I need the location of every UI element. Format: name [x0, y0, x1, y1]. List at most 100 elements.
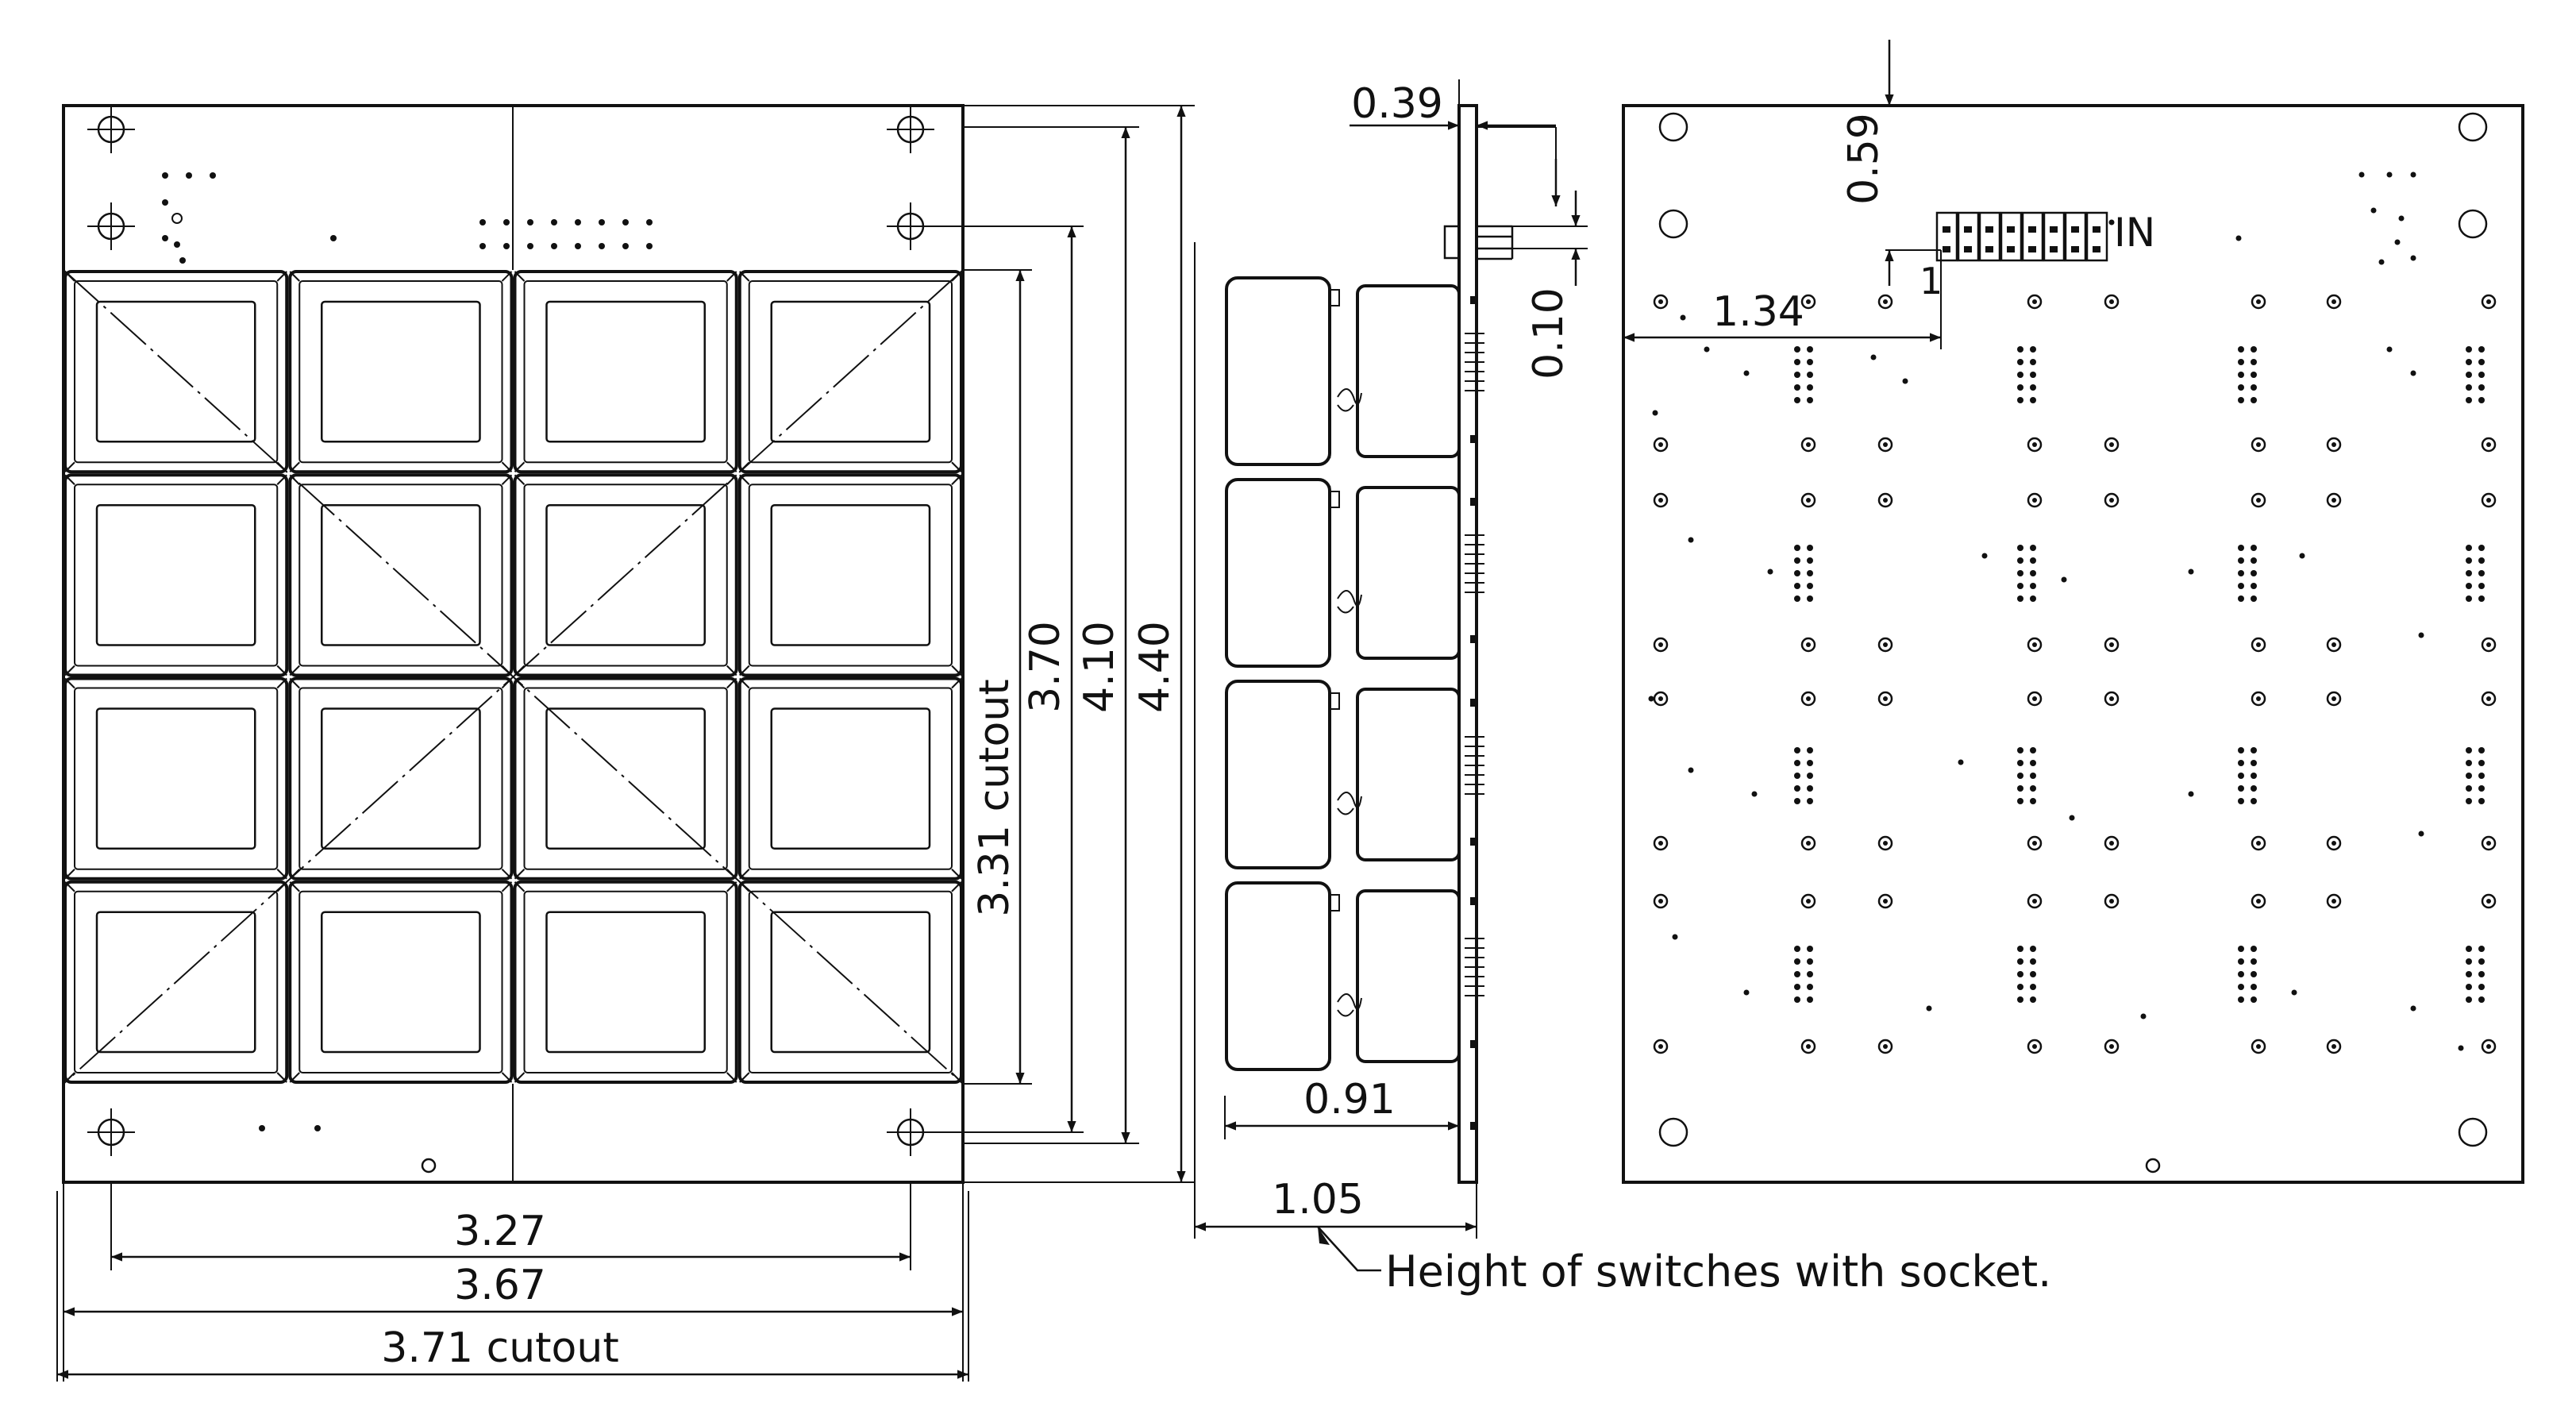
keycap	[288, 270, 514, 474]
header-pin	[2043, 211, 2066, 262]
pad	[1653, 294, 1669, 310]
pad	[2326, 893, 2342, 909]
pad	[1653, 893, 1669, 909]
pin-cluster	[2017, 545, 2036, 602]
pad	[2027, 691, 2043, 707]
pin-cluster	[2466, 346, 2485, 403]
keycap	[64, 270, 289, 474]
pad	[2027, 294, 2043, 310]
keycap	[737, 473, 963, 677]
pad	[1800, 637, 1816, 653]
dim-pin-spacing: 0.10	[1525, 287, 1573, 380]
pad	[1877, 437, 1893, 453]
pad	[1800, 835, 1816, 851]
pad	[2481, 1039, 2497, 1054]
pad	[1800, 492, 1816, 508]
dim-cutout-height: 3.31 cutout	[971, 679, 1018, 916]
pin1-label: 1	[1919, 260, 1943, 303]
pin-cluster	[2017, 946, 2036, 1003]
side-switch	[1225, 276, 1484, 466]
pad	[2251, 691, 2266, 707]
pad	[2104, 437, 2120, 453]
keycap	[513, 880, 738, 1084]
pad	[1877, 1039, 1893, 1054]
keycap	[64, 880, 289, 1084]
note-switch-height: Height of switches with socket.	[1385, 1247, 2051, 1297]
dim-board-width: 3.67	[454, 1262, 546, 1309]
side-dimensions: 0.39 0.10 0.91 1.05 Height of switches w…	[1194, 79, 2051, 1297]
pin-cluster	[2466, 545, 2485, 602]
header-pin	[2085, 211, 2108, 262]
pad	[2251, 637, 2266, 653]
pad	[1653, 492, 1669, 508]
dim-switch-height: 0.91	[1303, 1076, 1396, 1123]
pad	[2326, 437, 2342, 453]
pin-cluster	[2017, 346, 2036, 403]
front-horizontal-dimensions: 3.27 3.67 3.71 cutout	[56, 1183, 969, 1382]
pad	[2251, 492, 2266, 508]
header-pin	[1935, 211, 1958, 262]
pin-cluster	[1794, 747, 1813, 804]
front-header-dots	[162, 172, 653, 1131]
pad	[1800, 437, 1816, 453]
pad	[2251, 437, 2266, 453]
key-grid	[64, 270, 963, 1084]
pad	[1877, 835, 1893, 851]
dim-side-pcb-thickness: 0.39	[1351, 80, 1443, 128]
header-pin	[2021, 211, 2044, 262]
pad	[2481, 294, 2497, 310]
pin-cluster	[1794, 346, 1813, 403]
pad	[2104, 294, 2120, 310]
front-vertical-dimensions: 3.31 cutout 3.70 4.10 4.40	[929, 105, 1195, 1183]
pad	[2481, 893, 2497, 909]
pad	[2251, 1039, 2266, 1054]
back-view: IN 1	[1622, 104, 2524, 1184]
pad	[2027, 492, 2043, 508]
pad	[2104, 492, 2120, 508]
pad	[2326, 294, 2342, 310]
header-pin	[2000, 211, 2023, 262]
pin-cluster	[2466, 747, 2485, 804]
pad	[2104, 1039, 2120, 1054]
pad	[1800, 691, 1816, 707]
header-pin	[1957, 211, 1980, 262]
pad	[2326, 835, 2342, 851]
pin-cluster	[2238, 545, 2257, 602]
pad	[2481, 691, 2497, 707]
pad	[2481, 492, 2497, 508]
pin-cluster	[2238, 747, 2257, 804]
pad	[1877, 637, 1893, 653]
pad	[2251, 893, 2266, 909]
back-small-dots	[1648, 172, 2464, 1051]
dim-cutout-width: 3.71 cutout	[381, 1324, 618, 1372]
pad	[1800, 893, 1816, 909]
pad	[1877, 893, 1893, 909]
pad	[2481, 835, 2497, 851]
dim-switch-socket-height: 1.05	[1272, 1176, 1364, 1224]
back-board-outline	[1622, 104, 2524, 1184]
pad	[2104, 637, 2120, 653]
pad	[2027, 437, 2043, 453]
pad	[2326, 492, 2342, 508]
side-pcb	[1457, 104, 1478, 1184]
pad	[2027, 1039, 2043, 1054]
pin-cluster	[2466, 946, 2485, 1003]
keycap	[288, 473, 514, 677]
pad	[2027, 637, 2043, 653]
pad	[2326, 691, 2342, 707]
pad	[1653, 437, 1669, 453]
pin-cluster	[1794, 545, 1813, 602]
keycap	[513, 473, 738, 677]
pad	[1653, 637, 1669, 653]
dim-header-from-left: 1.34	[1712, 288, 1804, 336]
dim-hole-span-horizontal: 3.27	[454, 1208, 546, 1255]
pad	[2104, 893, 2120, 909]
side-switch	[1225, 680, 1484, 869]
keycap	[64, 676, 289, 881]
side-switch	[1225, 478, 1484, 668]
side-contact-ticks	[1470, 296, 1477, 1130]
keycap	[737, 270, 963, 474]
keycap	[513, 676, 738, 881]
keycap	[513, 270, 738, 474]
